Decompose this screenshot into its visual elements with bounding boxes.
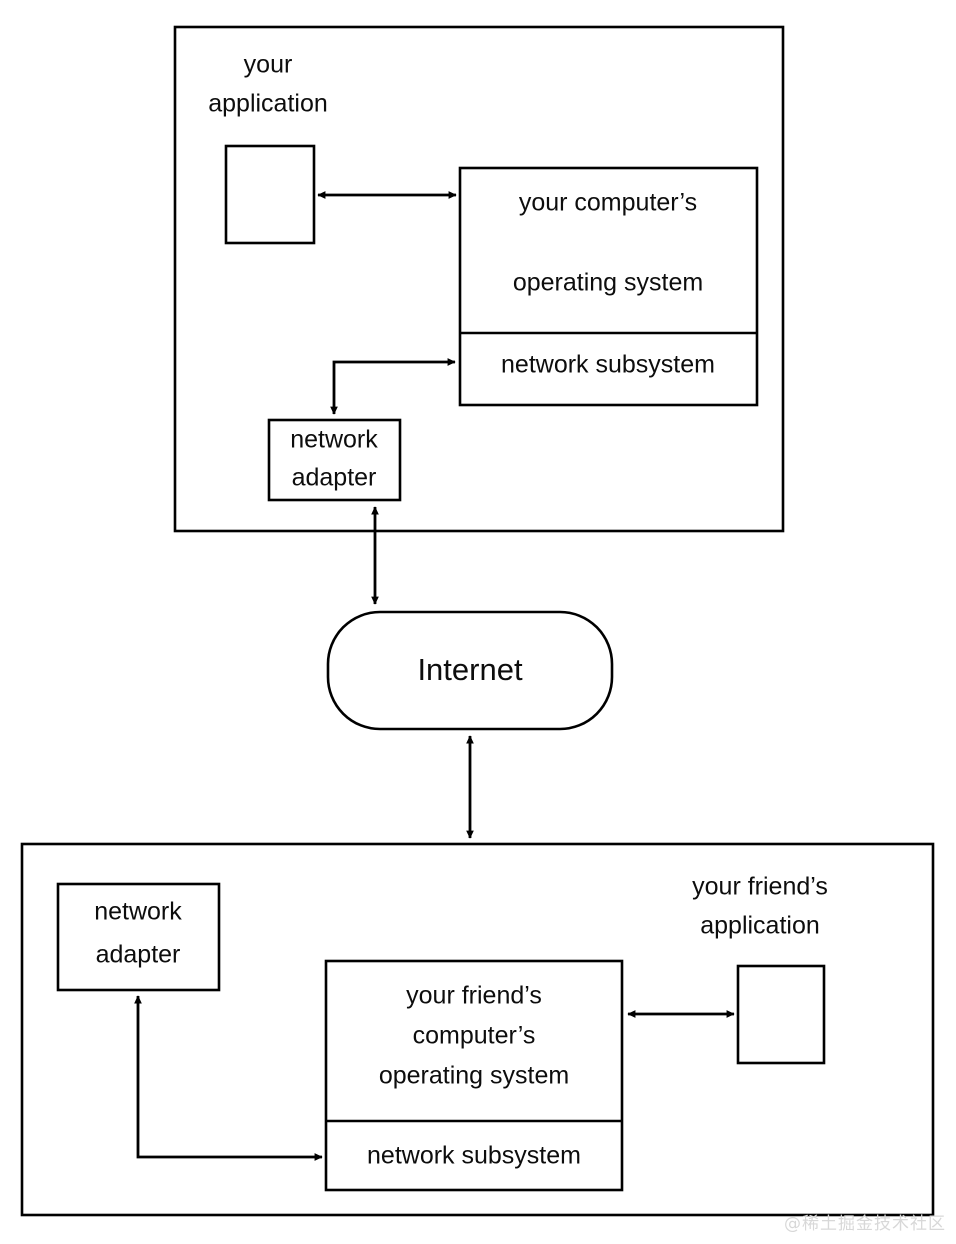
friends-network-adapter-box bbox=[56, 882, 221, 992]
friends-application-box bbox=[736, 964, 826, 1065]
friends-network-adapter-label-line1: network bbox=[94, 898, 182, 926]
internet-label: Internet bbox=[417, 652, 523, 687]
your-computer-os-box bbox=[458, 166, 759, 407]
friends-os-label-line3: operating system bbox=[379, 1062, 569, 1090]
internet-node bbox=[326, 610, 614, 731]
your-friends-application-label-line1: your friend’s bbox=[692, 873, 828, 901]
friends-os-box bbox=[324, 959, 624, 1192]
friends-network-subsystem-label: network subsystem bbox=[367, 1142, 581, 1170]
your-friends-computer-container bbox=[20, 842, 935, 1217]
watermark-label: @稀土掘金技术社区 bbox=[784, 1214, 946, 1234]
friends-os-label-line2: computer’s bbox=[413, 1022, 536, 1050]
your-computer-network-adapter-label-line1: network bbox=[290, 426, 378, 454]
your-computer-network-adapter-box bbox=[267, 418, 402, 502]
connector-subsystem-to-adapter-top bbox=[330, 358, 456, 415]
your-application-label-line1: your bbox=[244, 51, 293, 79]
your-computer-os-label-line1: your computer’s bbox=[519, 189, 697, 217]
connector-adapter-to-subsystem-bottom bbox=[134, 995, 323, 1161]
your-application-label-line2: application bbox=[208, 90, 328, 118]
your-computer-container bbox=[173, 25, 785, 533]
your-computer-network-adapter-label-line2: adapter bbox=[292, 464, 377, 492]
friends-os-label-line1: your friend’s bbox=[406, 982, 542, 1010]
your-friends-application-label-line2: application bbox=[700, 912, 820, 940]
your-computer-network-subsystem-label: network subsystem bbox=[501, 351, 715, 379]
your-computer-os-label-line2: operating system bbox=[513, 269, 703, 297]
friends-network-adapter-label-line2: adapter bbox=[96, 941, 181, 969]
your-application-box bbox=[224, 144, 316, 245]
